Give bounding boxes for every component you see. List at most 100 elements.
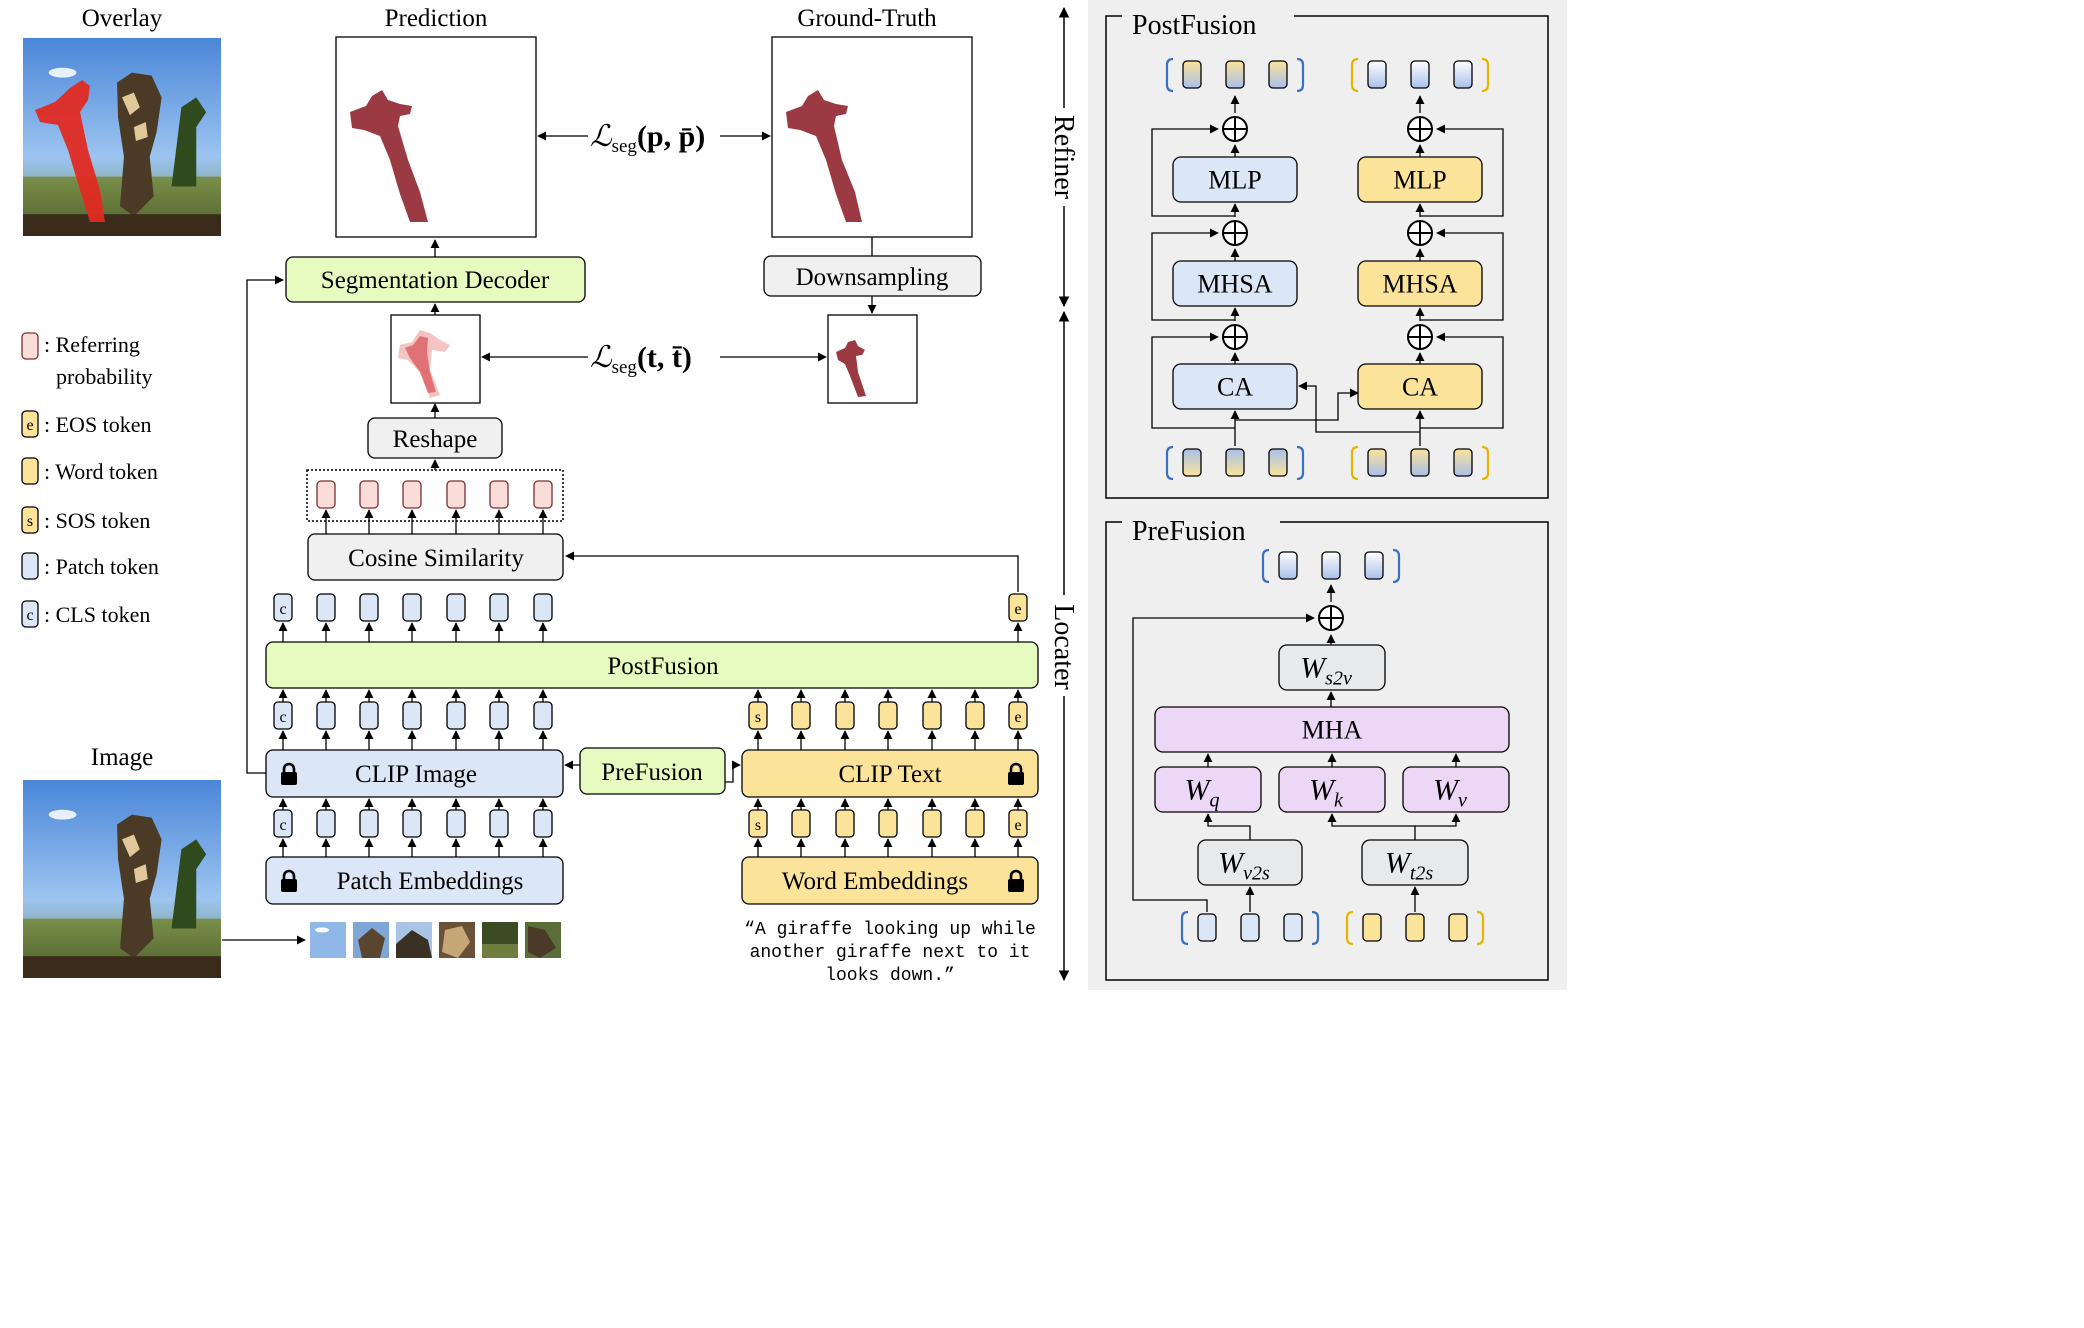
prediction-loss-args: (p, p̄) bbox=[637, 120, 705, 153]
postfusion-input-visual-right-bracket bbox=[1296, 445, 1305, 481]
mhsa-block-label: MHSA bbox=[1197, 270, 1272, 299]
word-token bbox=[922, 701, 942, 730]
residual-connection bbox=[1420, 332, 1504, 429]
clip-text-block: CLIP Text bbox=[741, 749, 1039, 798]
token-letter: e bbox=[1014, 709, 1021, 726]
segmentation-decoder-block: Segmentation Decoder bbox=[285, 256, 586, 303]
eos-token bbox=[1008, 593, 1028, 622]
legend-sos-letter: s bbox=[27, 513, 33, 530]
word-token bbox=[835, 701, 855, 730]
patch-token bbox=[316, 593, 336, 622]
legend-word-label: : Word token bbox=[44, 459, 158, 484]
patch-token bbox=[316, 809, 336, 838]
prefusion-output-right-bracket bbox=[1392, 548, 1401, 584]
flow-arrow bbox=[1327, 813, 1416, 840]
token-letter: c bbox=[279, 817, 286, 834]
patch-token bbox=[533, 809, 553, 838]
cross-attention-link bbox=[1235, 393, 1358, 421]
postfusion-block-label: PostFusion bbox=[607, 653, 719, 680]
postfusion-output-visual-token bbox=[1182, 60, 1202, 89]
patch-token bbox=[359, 701, 379, 730]
prefusion-input-text-token bbox=[1448, 913, 1468, 942]
prefusion-input-visual-right-bracket bbox=[1311, 910, 1320, 946]
patch-token bbox=[402, 809, 422, 838]
mlp-block-label: MLP bbox=[1208, 166, 1261, 195]
plus-circle-icon bbox=[1222, 324, 1248, 350]
w-s2v-block bbox=[1278, 644, 1386, 691]
postfusion-output-text-token bbox=[1410, 60, 1430, 89]
cls-token bbox=[273, 593, 293, 622]
word-token bbox=[791, 809, 811, 838]
patch-token bbox=[402, 593, 422, 622]
referring-tokens-box bbox=[306, 469, 564, 522]
postfusion-output-text-token bbox=[1453, 60, 1473, 89]
ground-truth-mask bbox=[771, 36, 973, 238]
referring-probability-token bbox=[446, 480, 466, 509]
patch-token bbox=[533, 701, 553, 730]
postfusion-input-visual-left-bracket bbox=[1165, 445, 1174, 481]
postfusion-input-text-token bbox=[1410, 448, 1430, 477]
legend-patch-label: : Patch token bbox=[44, 554, 159, 579]
plus-circle-icon bbox=[1222, 220, 1248, 246]
downsampling-label: Downsampling bbox=[796, 264, 949, 291]
patch-token bbox=[446, 809, 466, 838]
eos-to-cosine-arrow bbox=[565, 551, 1019, 592]
caption-line-2: another giraffe next to it bbox=[750, 943, 1031, 963]
residual-connection bbox=[1151, 228, 1235, 321]
plus-circle-icon bbox=[1407, 220, 1433, 246]
prefusion-output-token bbox=[1321, 551, 1341, 580]
mha-block bbox=[1154, 706, 1510, 753]
token-loss-args: (t, t̄) bbox=[637, 341, 692, 374]
postfusion-output-text-token bbox=[1367, 60, 1387, 89]
clip-text-label: CLIP Text bbox=[838, 761, 941, 788]
postfusion-panel-title: PostFusion bbox=[1132, 10, 1257, 41]
word-embeddings-label: Word Embeddings bbox=[782, 868, 968, 895]
postfusion-input-text-right-bracket bbox=[1481, 445, 1490, 481]
overlay-heading: Overlay bbox=[82, 5, 163, 32]
prefusion-panel-title: PreFusion bbox=[1132, 516, 1246, 547]
caption-line-3: looks down.” bbox=[825, 966, 955, 986]
loss-script-1: ℒ bbox=[590, 120, 613, 153]
token-letter: c bbox=[279, 601, 286, 618]
legend-sos-token bbox=[21, 506, 39, 534]
postfusion-input-text-token bbox=[1453, 448, 1473, 477]
postfusion-input-visual-token bbox=[1225, 448, 1245, 477]
word-token bbox=[878, 809, 898, 838]
residual-connection bbox=[1132, 613, 1315, 912]
word-embeddings-block: Word Embeddings bbox=[741, 856, 1039, 905]
patch-token bbox=[489, 809, 509, 838]
residual-connection bbox=[1151, 332, 1235, 429]
postfusion-output-visual-left-bracket bbox=[1165, 57, 1174, 93]
prefusion-output-token bbox=[1364, 551, 1384, 580]
postfusion-input-text-token bbox=[1367, 448, 1387, 477]
prefusion-input-visual-token bbox=[1197, 913, 1217, 942]
word-token bbox=[791, 701, 811, 730]
prefusion-input-text-token bbox=[1405, 913, 1425, 942]
prefusion-to-clip-text-arrow bbox=[725, 760, 741, 783]
legend-referring-label-1: : Referring bbox=[44, 332, 140, 357]
w-t2s-block-label: Wt2s bbox=[1385, 847, 1434, 885]
w-s2v-block-label: Ws2v bbox=[1300, 652, 1352, 690]
w-k-block-label: Wk bbox=[1309, 774, 1344, 812]
flow-arrow bbox=[1203, 813, 1251, 840]
patch-token bbox=[402, 701, 422, 730]
postfusion-block: PostFusion bbox=[265, 641, 1039, 689]
patch-token bbox=[359, 809, 379, 838]
plus-circle-icon bbox=[1407, 116, 1433, 142]
mlp-block-label: MLP bbox=[1393, 166, 1446, 195]
postfusion-input-text-left-bracket bbox=[1350, 445, 1359, 481]
cosine-similarity-block: Cosine Similarity bbox=[307, 533, 564, 581]
legend-referring-label-2: probability bbox=[56, 364, 153, 389]
token-letter: s bbox=[755, 817, 761, 834]
patch-embeddings-block: Patch Embeddings bbox=[265, 856, 564, 905]
image-heading: Image bbox=[91, 744, 153, 771]
mhsa-block-label: MHSA bbox=[1382, 270, 1457, 299]
architecture-diagram: Overlay Image : Referring probability e … bbox=[21, 0, 1567, 990]
prediction-loss-label: ℒseg(p, p̄) bbox=[590, 120, 705, 157]
prefusion-input-text-token bbox=[1362, 913, 1382, 942]
referring-probability-token bbox=[316, 480, 336, 509]
prefusion-input-visual-token bbox=[1283, 913, 1303, 942]
patch-token bbox=[359, 593, 379, 622]
